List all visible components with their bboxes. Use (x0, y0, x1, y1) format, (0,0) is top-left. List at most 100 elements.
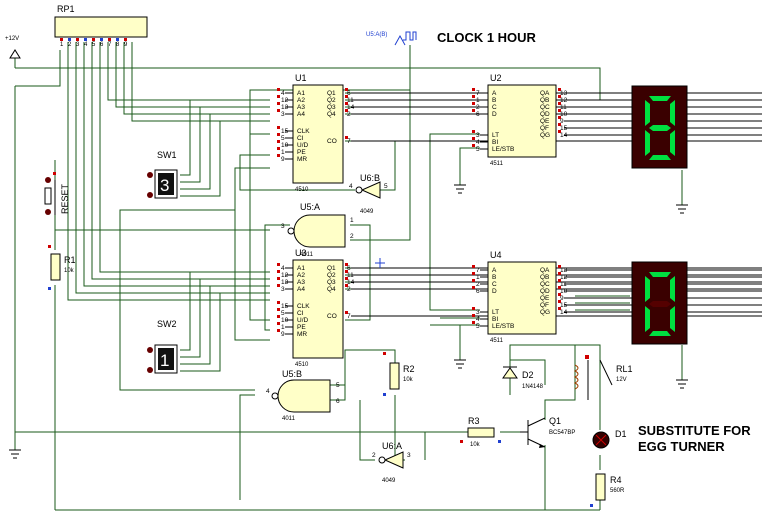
u5b-nand[interactable]: U5:B 5 6 4 4011 (266, 369, 340, 422)
u3-pin-name: CO (327, 313, 337, 320)
u4-pin-num: 4 (476, 316, 480, 323)
u5a-nand[interactable]: U5:A 1 2 3 4011 (281, 202, 354, 258)
u3-part: 4510 (295, 362, 309, 368)
u5b-in2-pin: 6 (336, 398, 340, 405)
display-bottom (631, 261, 688, 345)
u1-pin-name: A3 (297, 104, 305, 111)
u2-pin-name: LE/STB (492, 146, 514, 153)
u3-pin-num: 10 (281, 317, 289, 324)
substitute-title-line1: SUBSTITUTE FOR (638, 423, 751, 438)
pulse-icon (403, 31, 417, 41)
sw2-ref: SW2 (157, 319, 177, 329)
u2-pin-num: 10 (560, 111, 568, 118)
u2-pin-name: QC (540, 104, 550, 111)
rp1-pin-label: 5 (92, 42, 96, 48)
u1-pin-name: CLK (297, 128, 310, 135)
u3-pin-num: 1 (281, 324, 285, 331)
u2-pin-num: 1 (476, 97, 480, 104)
d2-diode[interactable]: D2 1N4148 (502, 366, 544, 390)
d1-lamp[interactable]: D1 (592, 429, 627, 449)
u1-pin-name: CI (297, 135, 304, 142)
u5b-out-pin: 4 (266, 388, 270, 395)
u3-pin-num: 14 (347, 279, 355, 286)
u2-pin-num: 4 (476, 139, 480, 146)
ground-symbols (9, 184, 688, 459)
r1-resistor[interactable]: R1 10k (48, 245, 76, 290)
u1-pin-name: Q2 (327, 97, 336, 104)
u1-pin-num: 10 (281, 142, 289, 149)
rp1-pin-marker (124, 38, 127, 41)
u4-pin-num: 11 (560, 281, 567, 288)
u2-pin-num: 5 (476, 146, 480, 153)
u2-pin-num: 15 (560, 125, 568, 132)
u4-pin-name: QE (540, 295, 550, 302)
r4-ref: R4 (610, 475, 622, 485)
u3-chip[interactable]: U34510A14A212A313A43CLK15CI5U/D10PE1MR9Q… (277, 248, 762, 368)
u4-ref: U4 (490, 250, 502, 260)
u2-pin-num: 9 (560, 118, 564, 125)
u1-pin-name: PE (297, 149, 306, 156)
u6a-ref: U6:A (382, 441, 402, 451)
u6b-inverter[interactable]: U6:B 5 4 4049 (349, 173, 388, 215)
u6a-out-pin: 2 (372, 452, 376, 459)
u2-pin-num: 7 (476, 90, 480, 97)
u1-pin-num: 9 (281, 156, 285, 163)
u3-pin-name: U/D (297, 317, 309, 324)
u3-pin-num: 12 (281, 272, 289, 279)
u3-pin-name: A3 (297, 279, 305, 286)
u4-pin-num: 7 (476, 267, 480, 274)
u1-pin-name: A4 (297, 111, 305, 118)
sw2-thumbwheel[interactable]: SW2 1 (147, 319, 178, 374)
substitute-title-line2: EGG TURNER (638, 439, 725, 454)
rp1-pin-label: 3 (76, 42, 80, 48)
u4-pin-name: B (492, 274, 496, 281)
q1-transistor[interactable]: Q1 BC547BP (520, 416, 575, 448)
r3-ref: R3 (468, 416, 480, 426)
sw1-ref: SW1 (157, 150, 177, 160)
u1-pin-num: 2 (347, 111, 351, 118)
u4-pin-num: 2 (476, 281, 480, 288)
rl1-relay[interactable]: RL1 12V (573, 355, 633, 400)
u3-pin-name: A1 (297, 265, 305, 272)
u3-pin-name: Q1 (327, 265, 336, 272)
u5b-ref: U5:B (282, 369, 302, 379)
u1-chip[interactable]: U14510A14A212A313A43CLK15CI5U/D10PE1MR9Q… (277, 73, 762, 193)
u1-pin-name: Q1 (327, 90, 336, 97)
u1-pin-num: 14 (347, 104, 355, 111)
u4-pin-name: QG (540, 309, 550, 316)
u1-pin-num: 11 (347, 97, 354, 104)
clock-source: U5:A(B) CLOCK 1 HOUR (366, 30, 537, 46)
u2-pin-num: 6 (476, 111, 480, 118)
u1-pin-num: 4 (281, 90, 285, 97)
u1-pin-name: A2 (297, 97, 305, 104)
u4-pin-num: 13 (560, 267, 568, 274)
sw1-thumbwheel[interactable]: SW1 3 (147, 150, 178, 199)
u2-pin-name: LT (492, 132, 499, 139)
u2-pin-num: 14 (560, 132, 568, 139)
r4-resistor[interactable]: R4 560R (590, 473, 625, 507)
u3-pin-num: 5 (281, 310, 285, 317)
u2-pin-name: QF (540, 125, 549, 132)
u1-pin-num: 3 (281, 111, 285, 118)
rp1-pin-label: 4 (84, 42, 88, 48)
q1-ref: Q1 (549, 416, 561, 426)
rl1-value: 12V (616, 377, 627, 383)
u3-pin-name: A2 (297, 272, 305, 279)
r3-resistor[interactable]: R3 10k (460, 416, 501, 448)
r2-resistor[interactable]: R2 10k (383, 352, 415, 396)
u4-pin-name: QF (540, 302, 549, 309)
reset-button[interactable]: RESET (44, 172, 70, 215)
u4-pin-name: BI (492, 316, 498, 323)
reset-label: RESET (60, 183, 70, 214)
u6a-inverter[interactable]: U6:A 3 2 4049 (372, 441, 411, 484)
rp1-pin-marker (92, 38, 95, 41)
u1-pin-name: Q3 (327, 104, 336, 111)
rl1-ref: RL1 (616, 364, 633, 374)
u4-pin-name: LE/STB (492, 323, 514, 330)
u3-pin-num: 6 (347, 265, 351, 272)
